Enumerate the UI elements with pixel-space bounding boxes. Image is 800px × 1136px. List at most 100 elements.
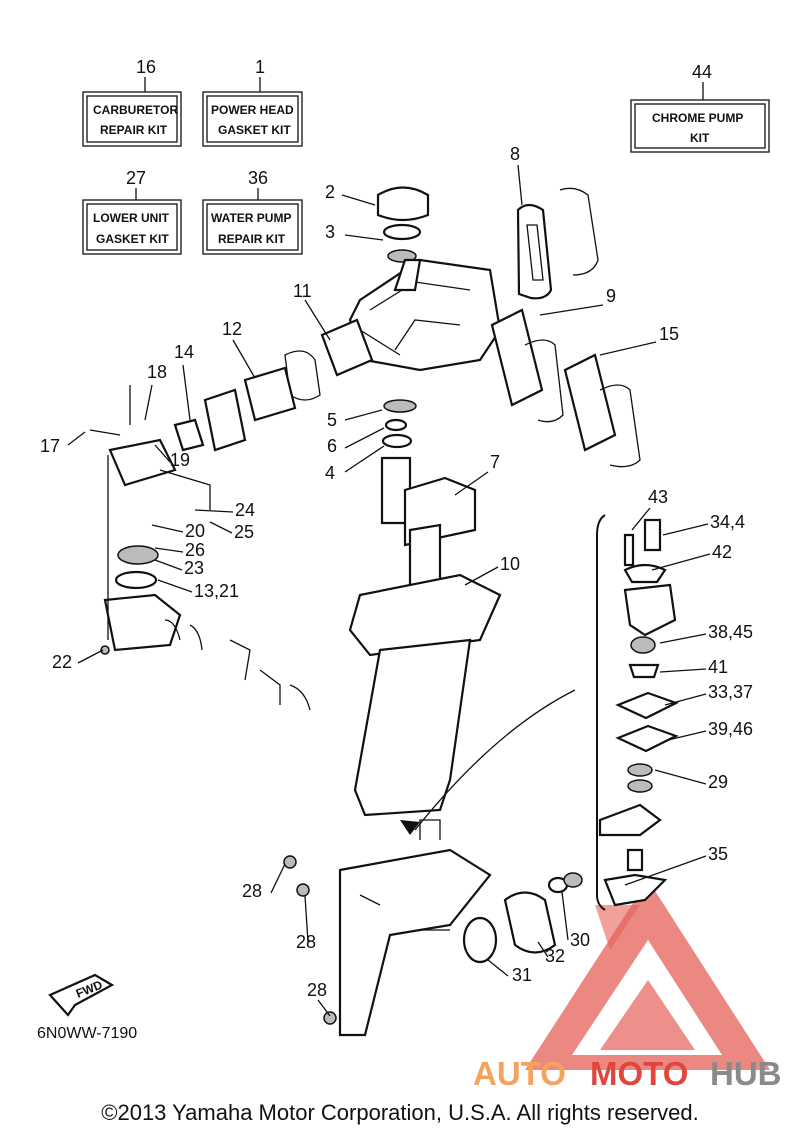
svg-text:WATER PUMP: WATER PUMP (211, 211, 291, 225)
small-seals (380, 399, 417, 525)
svg-text:KIT: KIT (690, 131, 710, 145)
callout-number: 4 (325, 463, 335, 483)
callout-number: 30 (570, 930, 590, 950)
callout-number: 25 (234, 522, 254, 542)
callout-leader (77, 649, 104, 664)
callout-leader (454, 471, 489, 496)
callout-leader (517, 164, 523, 206)
fwd-arrow: FWD (48, 973, 115, 1017)
callout-number: 39,46 (708, 719, 753, 739)
callout-number: 20 (185, 521, 205, 541)
callout-leader (537, 941, 549, 958)
callout-leader (154, 559, 183, 571)
callout-leader (182, 364, 191, 421)
callout-leader (344, 427, 385, 449)
copyright-notice: ©2013 Yamaha Motor Corporation, U.S.A. A… (101, 1100, 699, 1125)
callout-leader (232, 339, 256, 379)
kit-lower-unit: 27 LOWER UNIT GASKET KIT (82, 168, 182, 255)
callout-number: 17 (40, 436, 60, 456)
svg-text:POWER HEAD: POWER HEAD (211, 103, 294, 117)
callout-leader (651, 553, 711, 571)
callout-number: 28 (242, 881, 262, 901)
kit-chrome-pump: 44 CHROME PUMP KIT (630, 62, 770, 153)
gearcase-parts (283, 855, 583, 1025)
callout-leader (667, 730, 707, 741)
callout-number: 6 (327, 436, 337, 456)
callout-leader (624, 855, 707, 886)
callout-number: 29 (708, 772, 728, 792)
callout-leader (154, 547, 184, 553)
svg-text:LOWER UNIT: LOWER UNIT (93, 211, 170, 225)
callout-number: 23 (184, 558, 204, 578)
callout-number: 35 (708, 844, 728, 864)
callout-leader (487, 959, 509, 977)
callout-leader (157, 579, 193, 593)
callout-number: 22 (52, 652, 72, 672)
callout-number: 5 (327, 410, 337, 430)
callout-leader (561, 891, 569, 941)
svg-text:1: 1 (255, 57, 265, 77)
drive-housing (338, 476, 576, 1037)
callout-number: 31 (512, 965, 532, 985)
callout-leader (194, 509, 234, 513)
svg-text:REPAIR KIT: REPAIR KIT (218, 232, 286, 246)
callout-number: 14 (174, 342, 194, 362)
callout-leader (631, 507, 651, 531)
watermark-hub: HUB (710, 1055, 782, 1092)
callout-number: 10 (500, 554, 520, 574)
callout-number: 12 (222, 319, 242, 339)
callout-leader (67, 431, 86, 446)
callout-number: 19 (170, 450, 190, 470)
callout-number: 32 (545, 946, 565, 966)
svg-text:REPAIR KIT: REPAIR KIT (100, 123, 168, 137)
callout-leader (659, 668, 707, 673)
callout-number: 41 (708, 657, 728, 677)
kit-power-head: 1 POWER HEAD GASKET KIT (202, 57, 303, 147)
callout-number: 33,37 (708, 682, 753, 702)
callout-number: 38,45 (708, 622, 753, 642)
callout-leader (341, 194, 376, 206)
watermark-logo (525, 880, 770, 1070)
svg-text:16: 16 (136, 57, 156, 77)
callout-leader (304, 895, 309, 943)
callout-leader (209, 521, 233, 534)
kit-water-pump: 36 WATER PUMP REPAIR KIT (202, 168, 303, 255)
callout-leader (654, 769, 707, 785)
callout-number: 18 (147, 362, 167, 382)
callout-leader (464, 566, 499, 586)
watermark-auto: AUTO (473, 1055, 566, 1092)
callout-number: 28 (296, 932, 316, 952)
callout-leader (662, 523, 709, 536)
callout-leader (270, 863, 286, 894)
callout-leader (539, 304, 604, 316)
callout-number: 11 (293, 281, 312, 301)
callout-leader (344, 445, 385, 473)
callout-leader (151, 524, 184, 533)
callout-number: 13,21 (194, 581, 239, 601)
callout-leader (659, 633, 707, 644)
carb-lower-parts (100, 455, 311, 711)
callout-number: 7 (490, 452, 500, 472)
callout-number: 2 (325, 182, 335, 202)
callout-leader (154, 444, 171, 463)
callout-leader (344, 234, 384, 241)
svg-text:GASKET KIT: GASKET KIT (218, 123, 291, 137)
callout-number: 43 (648, 487, 668, 507)
callout-number: 3 (325, 222, 335, 242)
svg-text:CARBURETOR: CARBURETOR (93, 103, 178, 117)
water-pump-group (596, 514, 679, 911)
callout-number: 8 (510, 144, 520, 164)
callout-number: 24 (235, 500, 255, 520)
callout-number: 15 (659, 324, 679, 344)
callout-leader (304, 299, 331, 341)
kit-carburetor: 16 CARBURETOR REPAIR KIT (82, 57, 182, 147)
callout-leader (344, 409, 383, 421)
callout-leader (664, 693, 707, 706)
callout-number: 26 (185, 540, 205, 560)
cylinder-block (348, 186, 502, 372)
svg-text:GASKET KIT: GASKET KIT (96, 232, 169, 246)
callout-leader (599, 341, 657, 356)
callout-number: 28 (307, 980, 327, 1000)
